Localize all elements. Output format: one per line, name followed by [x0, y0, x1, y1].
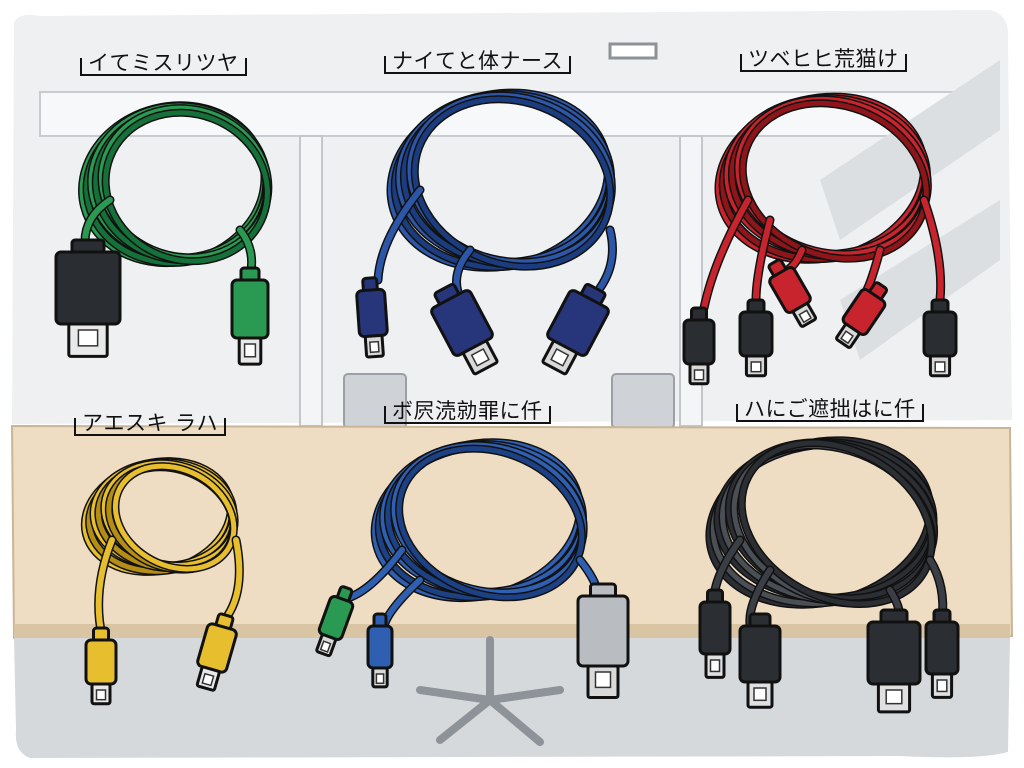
red-coil-loop [740, 100, 929, 262]
black-plug-icon-body [738, 310, 774, 358]
green-plug-icon [230, 266, 270, 366]
green-coil-loop [103, 110, 270, 264]
green-plug-icon [315, 585, 355, 658]
black-plug-icon-pin [750, 361, 762, 373]
navy-plug-icon [430, 282, 499, 376]
red-tail-5 [921, 197, 944, 303]
yellow-plug-icon-body [84, 638, 118, 686]
yellow-tail-right [223, 537, 243, 621]
black-plug-icon [738, 298, 774, 378]
gray-plug-icon [576, 582, 630, 699]
red-plug-icon-pin [840, 330, 854, 345]
window-panel [840, 200, 1000, 360]
black-plug-icon-pin [885, 689, 903, 705]
navy-plug-icon-pin [470, 348, 490, 367]
black-plug-icon-body [682, 318, 716, 366]
black-plug-icon [682, 306, 716, 386]
yellow-plug-icon [84, 626, 118, 706]
cable-label-black: ハにご遮拙はに仟 [736, 396, 924, 422]
red-plug-icon [835, 281, 889, 349]
black-plug-icon-pin [709, 659, 721, 673]
gray-plug-icon-pin [594, 671, 612, 689]
black-plug-icon [924, 608, 960, 699]
cable-navy [355, 88, 617, 376]
black-plug-icon-pin [77, 329, 99, 347]
red-plug-icon [767, 258, 818, 328]
yellow-plug-icon [195, 612, 238, 692]
yellow-coil-loop [112, 463, 237, 572]
navy-plug-icon-pin [550, 348, 570, 367]
ceiling-light [608, 42, 658, 60]
cable-yellow [80, 457, 244, 706]
black-plug-icon [922, 298, 958, 378]
black-plug-icon [698, 588, 732, 679]
black-plug-icon [738, 612, 782, 709]
blue-plug-icon [366, 612, 394, 689]
navy-tail-right [597, 227, 616, 291]
black-coil-loop [739, 440, 935, 607]
cable-red [682, 92, 958, 386]
black-plug-icon-pin [693, 369, 705, 381]
black-plug-icon-body [922, 310, 958, 358]
gray-plug-icon-body [576, 594, 630, 668]
navy-coil-loop [412, 96, 613, 270]
chair-back [611, 373, 675, 429]
wall-pillar [299, 135, 323, 427]
cable-label-yellow: アエスキ ラハ [74, 410, 226, 436]
chair-base [416, 636, 564, 746]
green-plug-icon-body [230, 278, 270, 340]
cable-label-navy: ナイてと体ナース [384, 48, 571, 74]
black-plug-icon [866, 608, 922, 714]
red-tail-1 [701, 197, 751, 311]
navy-plug-icon-body [355, 287, 389, 339]
cable-label-blue: ボ屄涜勍罪に仟 [384, 398, 551, 424]
black-plug-icon-body [54, 250, 122, 326]
blue-plug-icon-pin [375, 673, 385, 684]
black-plug-icon-body [924, 620, 960, 676]
cable-green [54, 101, 273, 366]
green-plug-icon-pin [243, 343, 257, 358]
black-plug-icon-pin [934, 361, 946, 373]
cable-label-red: ツベヒヒ荒猫け [740, 46, 907, 72]
black-plug-icon-body [866, 620, 922, 686]
navy-tail-left [375, 187, 423, 283]
cables-group [54, 88, 960, 714]
cable-black [698, 436, 960, 714]
navy-plug-icon-pin [369, 340, 380, 354]
black-plug-icon-body [738, 624, 782, 684]
navy-plug-icon [541, 282, 610, 376]
red-plug-icon-pin [798, 309, 813, 324]
black-plug-icon-pin [936, 679, 948, 693]
black-plug-icon [54, 238, 122, 358]
cable-blue [315, 438, 630, 699]
blue-tail-left [345, 547, 405, 601]
black-plug-icon-pin [753, 687, 767, 702]
yellow-plug-icon-pin [95, 689, 107, 701]
yellow-plug-icon-pin [201, 672, 215, 687]
navy-plug-icon [355, 276, 389, 359]
blue-plug-icon-body [366, 624, 394, 670]
red-tail-2 [753, 217, 773, 303]
black-plug-icon-body [698, 600, 732, 656]
green-plug-icon-pin [319, 640, 332, 653]
table-edge [14, 624, 1010, 638]
cable-label-green: イてミスリツヤ [80, 50, 247, 76]
